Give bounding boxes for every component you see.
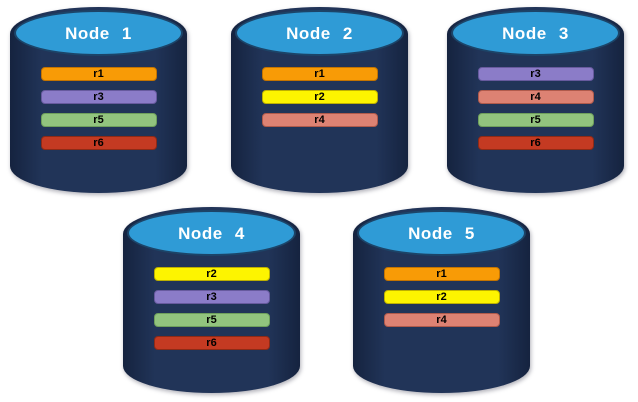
replica-label: r6 [206, 336, 217, 349]
replica-label: r1 [93, 67, 104, 80]
cylinder-top: Node 1 [14, 10, 183, 56]
replica-bar-r1: r1 [40, 67, 157, 81]
replica-label: r2 [206, 267, 217, 280]
replica-bar-r5: r5 [477, 113, 594, 127]
replica-label: r3 [93, 90, 104, 103]
replica-bar-r6: r6 [40, 136, 157, 150]
replica-list: r1 r3 r5 r6 [10, 67, 187, 150]
replica-bar-r2: r2 [383, 290, 500, 304]
replica-label: r3 [530, 67, 541, 80]
replica-bar-r5: r5 [153, 313, 270, 327]
replica-label: r4 [314, 113, 325, 126]
replica-label: r2 [436, 290, 447, 303]
db-node-1: Node 1 r1 r3 r5 r6 [10, 7, 187, 193]
replica-list: r1 r2 r4 [353, 267, 530, 327]
replica-label: r1 [436, 267, 447, 280]
replica-bar-r3: r3 [477, 67, 594, 81]
replica-label: r1 [314, 67, 325, 80]
replica-bar-r4: r4 [261, 113, 378, 127]
replica-bar-r3: r3 [153, 290, 270, 304]
node-label: Node 5 [408, 224, 475, 243]
db-node-4: Node 4 r2 r3 r5 r6 [123, 207, 300, 393]
replica-label: r5 [530, 113, 541, 126]
replica-label: r6 [93, 136, 104, 149]
replica-label: r5 [206, 313, 217, 326]
replica-bar-r4: r4 [477, 90, 594, 104]
replica-bar-r1: r1 [383, 267, 500, 281]
replica-bar-r6: r6 [153, 336, 270, 350]
replica-label: r2 [314, 90, 325, 103]
replica-bar-r3: r3 [40, 90, 157, 104]
cylinder-top: Node 2 [235, 10, 404, 56]
replica-list: r3 r4 r5 r6 [447, 67, 624, 150]
replica-bar-r2: r2 [261, 90, 378, 104]
replica-list: r2 r3 r5 r6 [123, 267, 300, 350]
replica-bar-r5: r5 [40, 113, 157, 127]
node-label: Node 3 [502, 24, 569, 43]
replica-label: r4 [436, 313, 447, 326]
replica-label: r3 [206, 290, 217, 303]
replica-bar-r1: r1 [261, 67, 378, 81]
replica-bar-r4: r4 [383, 313, 500, 327]
replica-label: r4 [530, 90, 541, 103]
db-node-5: Node 5 r1 r2 r4 [353, 207, 530, 393]
db-node-2: Node 2 r1 r2 r4 [231, 7, 408, 193]
node-label: Node 2 [286, 24, 353, 43]
node-label: Node 1 [65, 24, 132, 43]
cylinder-top: Node 3 [451, 10, 620, 56]
node-label: Node 4 [178, 224, 245, 243]
cylinder-top: Node 4 [127, 210, 296, 256]
replica-bar-r2: r2 [153, 267, 270, 281]
cylinder-top: Node 5 [357, 210, 526, 256]
replica-bar-r6: r6 [477, 136, 594, 150]
replica-label: r6 [530, 136, 541, 149]
db-node-3: Node 3 r3 r4 r5 r6 [447, 7, 624, 193]
replica-list: r1 r2 r4 [231, 67, 408, 127]
replica-label: r5 [93, 113, 104, 126]
